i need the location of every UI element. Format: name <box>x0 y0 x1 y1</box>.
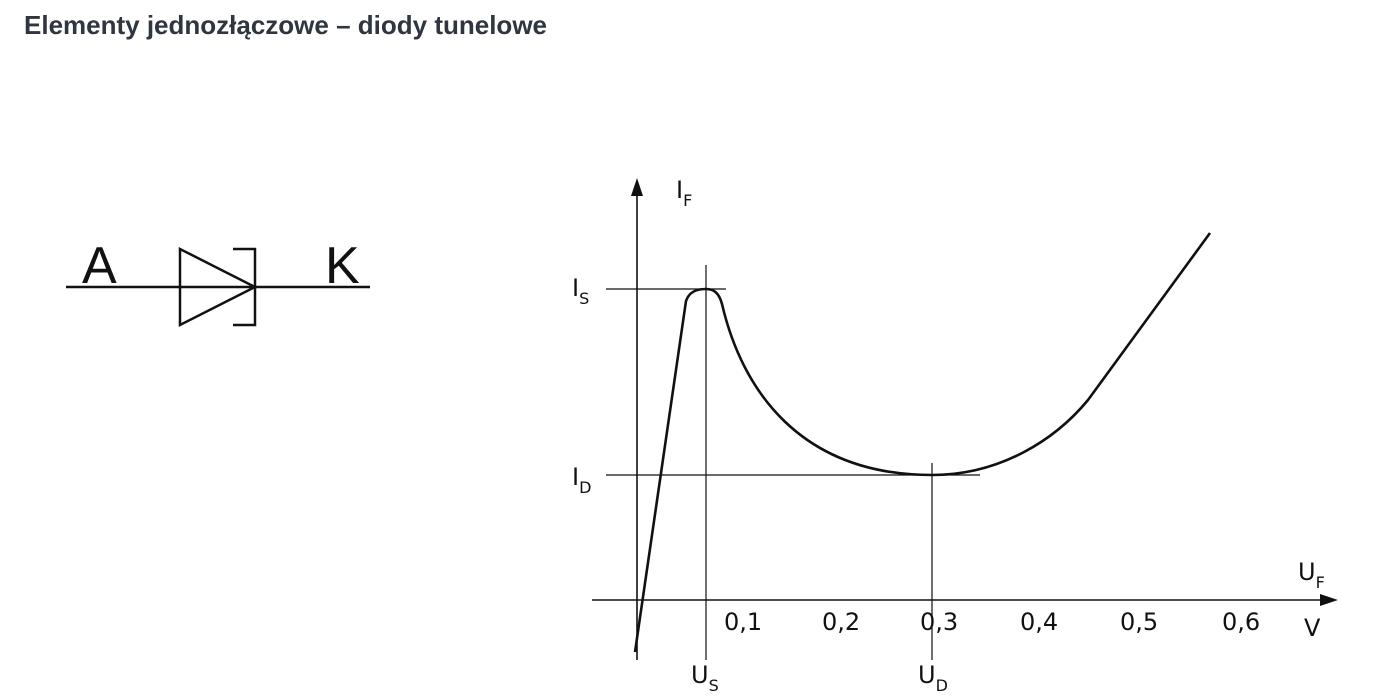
x-tick-labels: 0,1 0,2 0,3 0,4 0,5 0,6 <box>724 608 1260 636</box>
diode-triangle <box>178 246 258 328</box>
valley-current-label: ID <box>572 463 591 497</box>
x-tick-label: 0,5 <box>1120 608 1158 636</box>
anode-label: A <box>82 237 117 295</box>
y-axis-arrow-icon <box>631 178 643 196</box>
x-tick-label: 0,4 <box>1020 608 1058 636</box>
x-axis-unit: V <box>1304 614 1321 642</box>
cathode-label: K <box>325 237 360 295</box>
y-axis-label: IF <box>676 176 692 210</box>
iv-characteristic-curve <box>633 232 1212 653</box>
x-tick-label: 0,1 <box>724 608 762 636</box>
peak-voltage-label: US <box>691 661 719 695</box>
tunnel-cathode-bar <box>233 247 257 327</box>
x-axis-arrow-icon <box>1320 594 1338 606</box>
iv-graph: IF UF V 0,1 0,2 0,3 0,4 0,5 0,6 IS ID US… <box>572 176 1338 695</box>
valley-voltage-label: UD <box>918 661 948 695</box>
x-tick-label: 0,6 <box>1222 608 1260 636</box>
tunnel-diode-symbol <box>66 246 370 328</box>
x-tick-label: 0,3 <box>920 608 958 636</box>
page-title: Elementy jednozłączowe – diody tunelowe <box>24 10 547 40</box>
peak-current-label: IS <box>572 274 589 308</box>
x-axis-label: UF <box>1298 558 1325 592</box>
x-tick-label: 0,2 <box>822 608 860 636</box>
